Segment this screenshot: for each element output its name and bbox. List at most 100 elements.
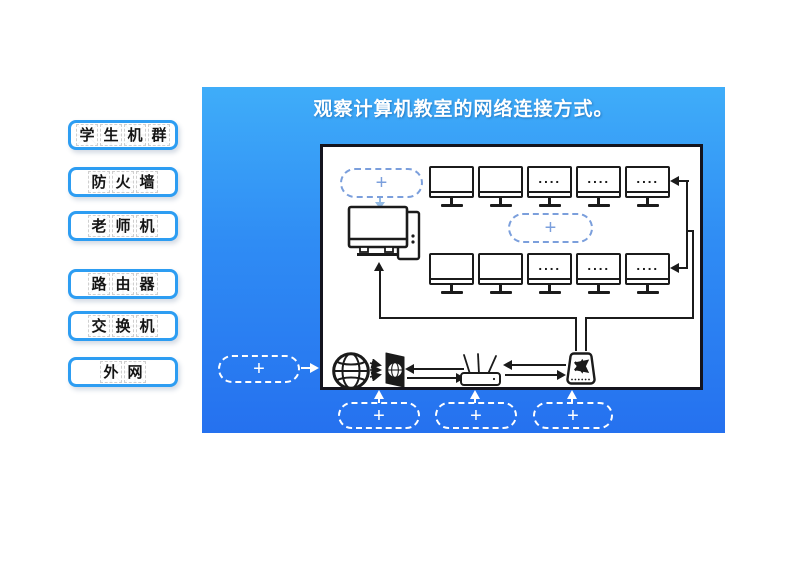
ellipsis-label: .... [538,260,561,273]
student-monitor [429,166,474,207]
label-firewall: 防 火 墙 [71,170,175,194]
label-router: 路 由 器 [71,272,175,296]
monitor-screen: .... [625,166,670,198]
teacher-computer-icon [347,205,421,261]
placeholder-bottom-3[interactable]: + [533,402,613,429]
white-arrow-line [571,397,573,403]
plus-icon: + [544,217,557,239]
page-title: 观察计算机教室的网络连接方式。 [313,99,614,120]
monitor-screen [478,253,523,285]
connector-line [379,270,381,319]
sidebar-item-external-network[interactable]: 外 网 [68,357,178,387]
student-monitor: .... [625,253,670,294]
plus-icon: + [373,404,385,427]
char-cell: 火 [112,171,134,193]
connector-line [687,230,694,232]
dashed-arrow-line [379,198,381,203]
connector-line [692,231,694,319]
label-student-cluster: 学 生 机 群 [71,123,175,147]
network-diagram: + + [320,144,703,390]
char-cell: 机 [136,315,158,337]
ellipsis-label: .... [538,173,561,186]
placeholder-external-network[interactable]: + [218,355,300,383]
switch-uplink-line [575,317,577,351]
plus-icon: + [375,172,388,194]
char-cell: 换 [112,315,134,337]
student-monitor: .... [527,166,572,207]
firewall-icon [385,352,405,388]
connector-line [678,267,688,269]
arrow-left-icon [503,360,512,370]
monitor-screen: .... [527,166,572,198]
char-cell: 机 [136,215,158,237]
student-monitor: .... [527,253,572,294]
sidebar-item-firewall[interactable]: 防 火 墙 [68,167,178,197]
char-cell: 学 [76,124,98,146]
arrow-to-teacher-icon [374,262,384,271]
label-external-network: 外 网 [71,360,175,384]
student-monitor [478,166,523,207]
student-monitor [429,253,474,294]
char-cell: 路 [88,273,110,295]
ellipsis-label: .... [587,260,610,273]
placeholder-student-label[interactable]: + [508,213,593,243]
white-arrow-line [474,397,476,403]
char-cell: 网 [124,361,146,383]
white-arrow-line [378,397,380,403]
arrow-right-icon [557,370,566,380]
char-cell: 外 [100,361,122,383]
char-cell: 防 [88,171,110,193]
router-icon [460,353,501,386]
monitor-screen [478,166,523,198]
label-teacher-machine: 老 师 机 [71,214,175,238]
placeholder-bottom-2[interactable]: + [435,402,517,429]
dashed-flow-arrows-icon [369,359,382,381]
student-monitor: .... [576,166,621,207]
monitor-screen [429,253,474,285]
arrow-line [407,377,456,379]
white-arrow-line [301,367,311,369]
char-cell: 墙 [136,171,158,193]
white-arrow-right-icon [310,363,319,373]
char-cell: 由 [112,273,134,295]
bus-line [587,317,694,319]
sidebar-item-teacher-machine[interactable]: 老 师 机 [68,211,178,241]
white-arrow-up-icon [374,390,384,399]
monitor-screen: .... [576,166,621,198]
char-cell: 群 [148,124,170,146]
globe-icon [332,352,370,390]
sidebar-item-router[interactable]: 路 由 器 [68,269,178,299]
student-monitor: .... [625,166,670,207]
char-cell: 生 [100,124,122,146]
white-arrow-up-icon [567,390,577,399]
char-cell: 交 [88,315,110,337]
monitor-screen: .... [625,253,670,285]
sidebar-item-switch[interactable]: 交 换 机 [68,311,178,341]
arrow-to-row1-icon [670,176,679,186]
monitor-screen [429,166,474,198]
connector-line [678,180,689,182]
arrow-line [413,368,464,370]
slide-panel: 观察计算机教室的网络连接方式。 + + [202,87,725,433]
plus-icon: + [253,358,265,380]
connector-line [686,180,688,269]
placeholder-bottom-1[interactable]: + [338,402,420,429]
arrow-line [505,374,557,376]
ellipsis-label: .... [636,260,659,273]
char-cell: 师 [112,215,134,237]
ellipsis-label: .... [587,173,610,186]
placeholder-teacher-label[interactable]: + [340,168,423,198]
monitor-screen: .... [527,253,572,285]
label-switch: 交 换 机 [71,314,175,338]
bus-line [380,317,577,319]
arrow-left-icon [405,364,414,374]
arrow-line [511,364,566,366]
student-monitor [478,253,523,294]
white-arrow-up-icon [470,390,480,399]
plus-icon: + [470,404,482,427]
char-cell: 机 [124,124,146,146]
arrow-to-row2-icon [670,263,679,273]
sidebar-item-student-cluster[interactable]: 学 生 机 群 [68,120,178,150]
switch-icon [566,352,596,385]
